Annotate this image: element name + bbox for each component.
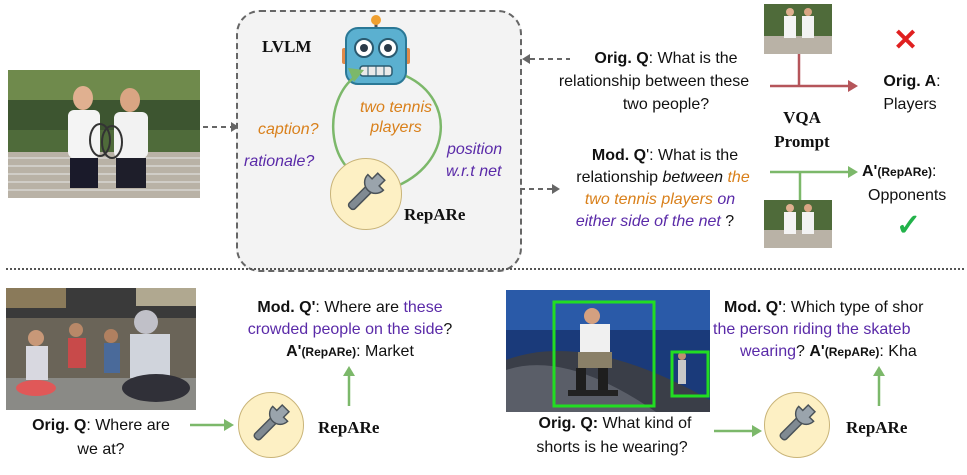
vqa-red-arrow (770, 54, 858, 92)
br-mod-q-line3: wearing? A'(RepARe): Kha (740, 343, 917, 360)
right-icon: ✓ (896, 209, 922, 242)
orig-a-top: Orig. A: (883, 73, 941, 90)
bl-mod-q-line1: Mod. Q': Where are these (257, 299, 443, 316)
bl-mod-q-line2: crowded people on the side? (247, 321, 453, 338)
orig-q-top-line2: relationship between these (558, 73, 750, 90)
bl-arrow-up (343, 366, 355, 406)
wrench-icon (347, 172, 386, 211)
orig-q-top: Orig. Q: What is the (594, 50, 738, 67)
bl-answer: A'(RepARe): Market (286, 343, 414, 360)
cycle-players: players (370, 119, 422, 136)
market-photo (6, 288, 196, 410)
cycle-wrt-net: w.r.t net (446, 163, 502, 180)
mod-q-top-line2: relationship between the (576, 169, 750, 186)
a-repare-top: A'(RepARe): (862, 163, 937, 180)
section-divider (6, 268, 964, 270)
br-repare-label: RepARe (846, 418, 908, 437)
tennis-photo (8, 70, 200, 198)
br-arrow-up (873, 366, 885, 406)
repare-label-top: RepARe (404, 205, 466, 224)
vqa-green-arrow (770, 166, 858, 200)
orig-q-top-line3: two people? (622, 96, 710, 113)
bl-orig-q: Orig. Q: Where are (32, 417, 170, 434)
cycle-position: position (447, 141, 503, 158)
skate-photo (506, 290, 710, 412)
arrow-origq-to-lvlm (522, 54, 570, 64)
br-orig-q-line2: shorts is he wearing? (536, 439, 688, 456)
tennis-photo-small-bottom (764, 200, 832, 248)
bl-orig-q-line2: we at? (77, 441, 125, 458)
arrow-photo-to-lvlm (203, 122, 239, 132)
vqa-label: VQA (783, 108, 821, 127)
br-mod-q-line1: Mod. Q': Which type of shor (724, 299, 924, 316)
tennis-photo-small-top (764, 4, 832, 54)
orig-a-value: Players (883, 96, 937, 113)
cycle-rationale: rationale? (244, 153, 315, 170)
mod-q-top-line4: either side of the net ? (575, 213, 735, 230)
cycle-two-tennis: two tennis (359, 99, 433, 116)
cycle-caption: caption? (258, 121, 319, 138)
bl-repare-label: RepARe (318, 418, 380, 437)
br-mod-q-line2: the person riding the skateb (713, 321, 911, 338)
mod-q-top-line3: two tennis players on (584, 191, 736, 208)
bl-arrow-to-repare (190, 419, 234, 431)
arrow-lvlm-to-modq (520, 184, 560, 194)
br-orig-q: Orig. Q: What kind of (538, 415, 692, 432)
a-repare-value: Opponents (868, 187, 947, 204)
wrong-icon: ✕ (893, 24, 919, 57)
br-arrow-to-repare (714, 425, 762, 437)
prompt-label: Prompt (774, 132, 830, 151)
bl-wrench-icon (253, 403, 291, 441)
lvlm-label: LVLM (262, 37, 312, 56)
br-wrench-icon (779, 403, 817, 441)
mod-q-top-line1: Mod. Q': What is the (591, 147, 739, 164)
